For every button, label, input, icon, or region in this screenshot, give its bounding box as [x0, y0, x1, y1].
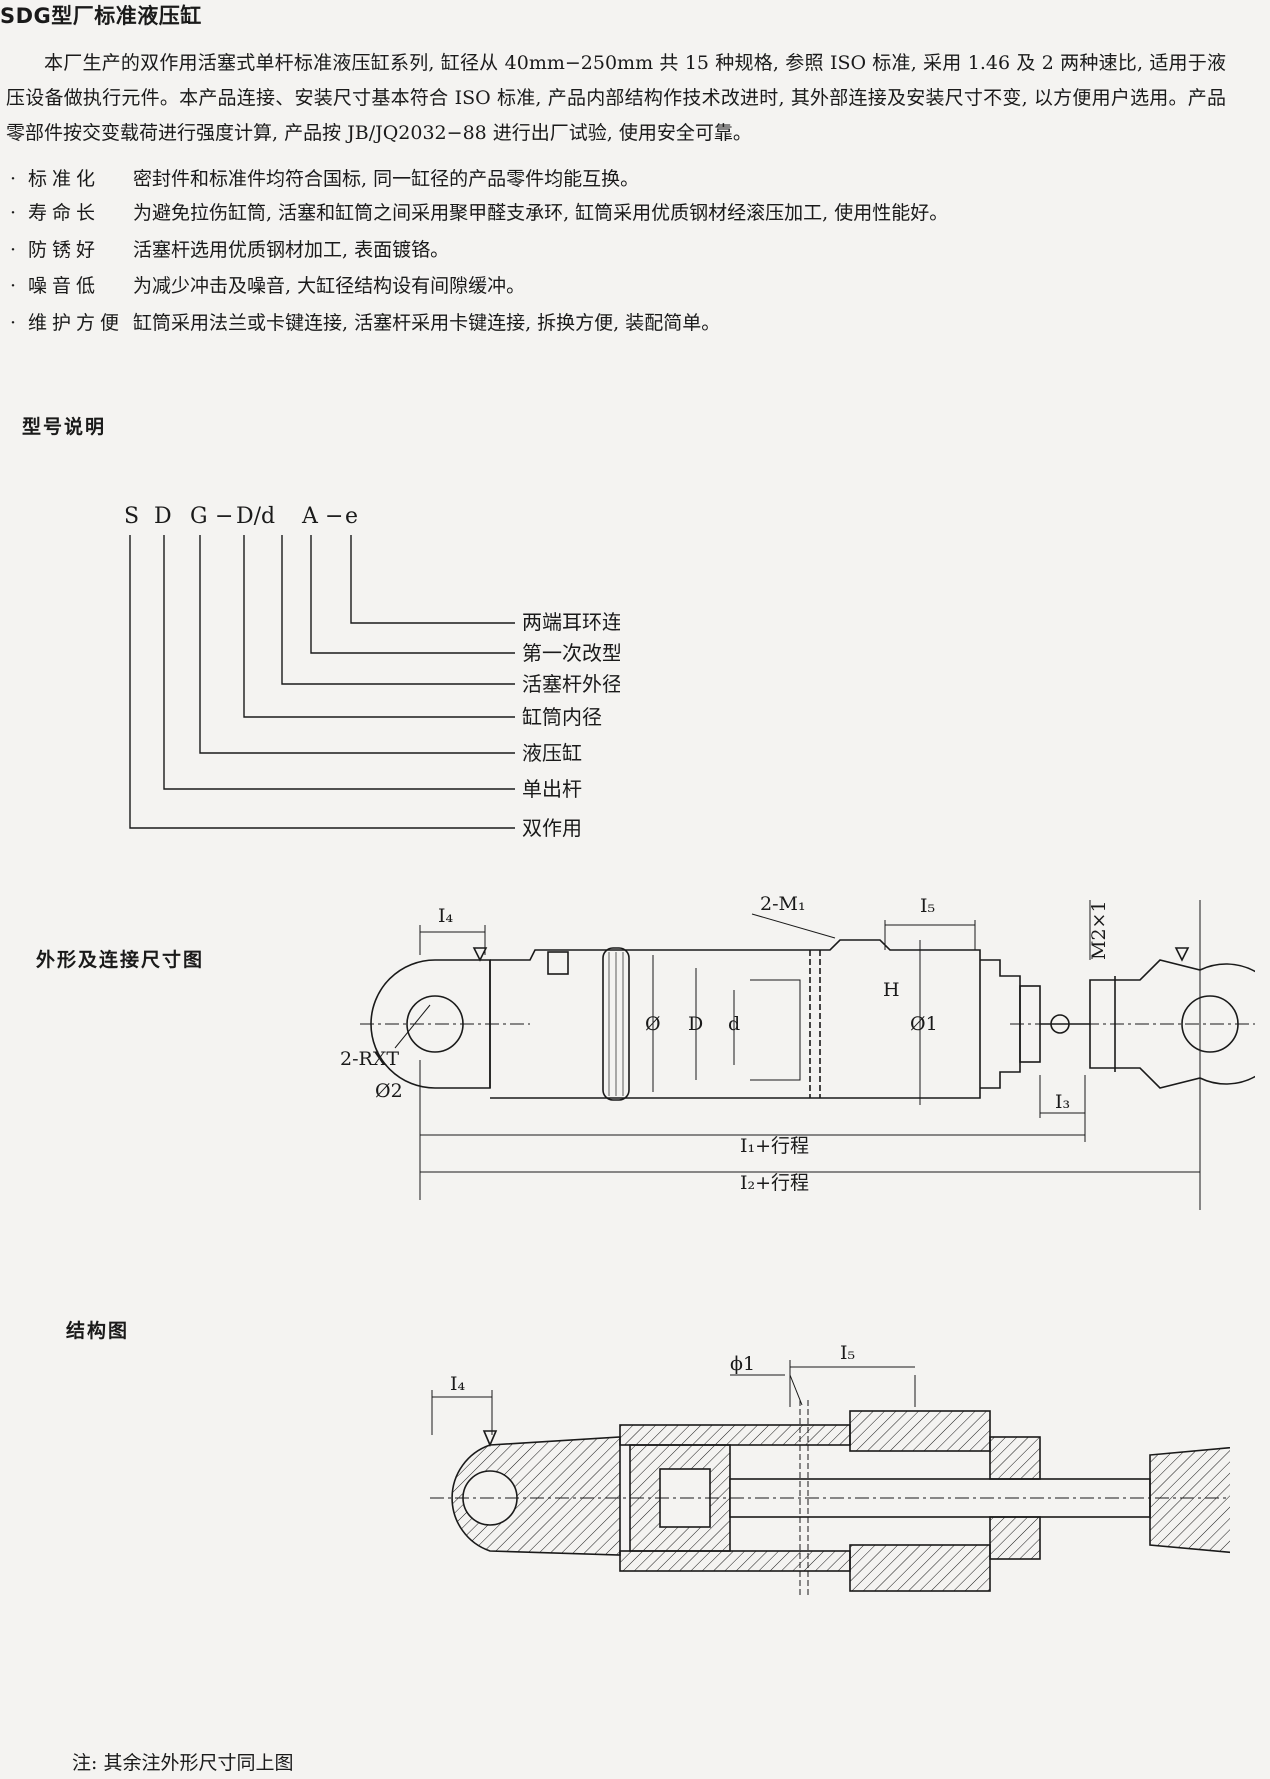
feature-anti-rust: · 防锈好 活塞杆选用优质钢材加工, 表面镀铬。	[10, 237, 449, 263]
model-char-e: e	[345, 504, 358, 529]
model-char-s: S	[124, 504, 139, 529]
model-char-dash1: −	[215, 504, 233, 529]
feature-bullet: ·	[10, 168, 17, 190]
feature-standardization: · 标准化 密封件和标准件均符合国标, 同一缸径的产品零件均能互换。	[10, 166, 639, 192]
feature-easy-maintenance: · 维护方便缸筒采用法兰或卡键连接, 活塞杆采用卡键连接, 拆换方便, 装配简单。	[10, 310, 720, 336]
dim-label-m2: M2×1	[1088, 900, 1110, 960]
dim-label-l2-stroke: I₂+行程	[740, 1172, 809, 1194]
outline-drawing: I₄ 2-M₁ I₅ M2×1 H Ø D d Ø1 2-RXT Ø2 I₃ I…	[340, 893, 1255, 1210]
feature-name: 防锈好	[28, 239, 101, 261]
model-label-rod-diameter: 活塞杆外径	[522, 672, 620, 696]
feature-name: 寿命长	[28, 202, 101, 224]
structure-heading: 结构图	[66, 1320, 130, 1342]
feature-low-noise: · 噪音低 为减少冲击及噪音, 大缸径结构设有间隙缓冲。	[10, 273, 525, 299]
model-char-d: D	[154, 504, 172, 529]
dim-label-rxt: 2-RXT	[340, 1048, 399, 1070]
feature-long-life: · 寿命长 为避免拉伤缸筒, 活塞和缸筒之间采用聚甲醛支承环, 缸筒采用优质钢材经滚…	[10, 200, 948, 226]
dim-label-l3: I₃	[1055, 1091, 1070, 1113]
page-title: SDG型厂标准液压缸	[0, 4, 202, 28]
model-label-cylinder: 液压缸	[522, 741, 582, 765]
model-char-dash2: −	[325, 504, 343, 529]
model-label-revision: 第一次改型	[522, 641, 620, 665]
dim-label-l1-stroke: I₁+行程	[740, 1135, 809, 1157]
feature-name: 维护方便	[28, 312, 125, 334]
dim-label-d-outer: D	[688, 1013, 703, 1035]
model-label-single-rod: 单出杆	[522, 777, 582, 801]
dim-label-phi2: Ø2	[375, 1080, 403, 1102]
structure-drawing: I₄ ϕ1 I₅	[430, 1345, 1230, 1595]
model-char-a: A	[301, 504, 319, 529]
dim-label-h: H	[883, 979, 900, 1001]
feature-text: 为减少冲击及噪音, 大缸径结构设有间隙缓冲。	[133, 275, 526, 297]
feature-bullet: ·	[10, 275, 17, 297]
dim-label-d-rod: d	[728, 1013, 740, 1035]
dim-label-l5: I₅	[920, 895, 935, 917]
feature-text: 为避免拉伤缸筒, 活塞和缸筒之间采用聚甲醛支承环, 缸筒采用优质钢材经滚压加工,…	[133, 202, 949, 224]
struct-label-phi1: ϕ1	[730, 1353, 755, 1375]
struct-label-l4: I₄	[450, 1373, 466, 1395]
feature-text: 缸筒采用法兰或卡键连接, 活塞杆采用卡键连接, 拆换方便, 装配简单。	[133, 312, 721, 334]
feature-text: 活塞杆选用优质钢材加工, 表面镀铬。	[133, 239, 450, 261]
feature-bullet: ·	[10, 202, 17, 224]
model-label-bore: 缸筒内径	[522, 705, 602, 729]
dim-label-l4: I₄	[438, 905, 454, 927]
intro-paragraph: 本厂生产的双作用活塞式单杆标准液压缸系列, 缸径从 40mm−250mm 共 1…	[6, 52, 1226, 144]
feature-bullet: ·	[10, 312, 17, 334]
feature-bullet: ·	[10, 239, 17, 261]
feature-name: 标准化	[28, 168, 101, 190]
model-label-double-acting: 双作用	[522, 816, 582, 840]
model-char-g: G	[190, 504, 208, 529]
model-code-diagram: S D G − D/d A − e 两端耳环连接 第一次改型 活塞杆外径 缸筒内…	[124, 504, 620, 840]
outline-heading: 外形及连接尺寸图	[36, 949, 205, 971]
model-char-bore-rod: D/d	[236, 504, 275, 529]
feature-name: 噪音低	[28, 275, 101, 297]
model-heading: 型号说明	[22, 416, 107, 438]
feature-text: 密封件和标准件均符合国标, 同一缸径的产品零件均能互换。	[133, 168, 640, 190]
footnote: 注: 其余注外形尺寸同上图	[72, 1752, 294, 1774]
model-label-ends: 两端耳环连接	[522, 610, 620, 634]
dim-label-phi1: Ø1	[910, 1013, 938, 1035]
struct-label-l5: I₅	[840, 1345, 855, 1364]
dim-label-m1: 2-M₁	[760, 893, 806, 915]
dim-label-bore: Ø	[645, 1013, 661, 1035]
